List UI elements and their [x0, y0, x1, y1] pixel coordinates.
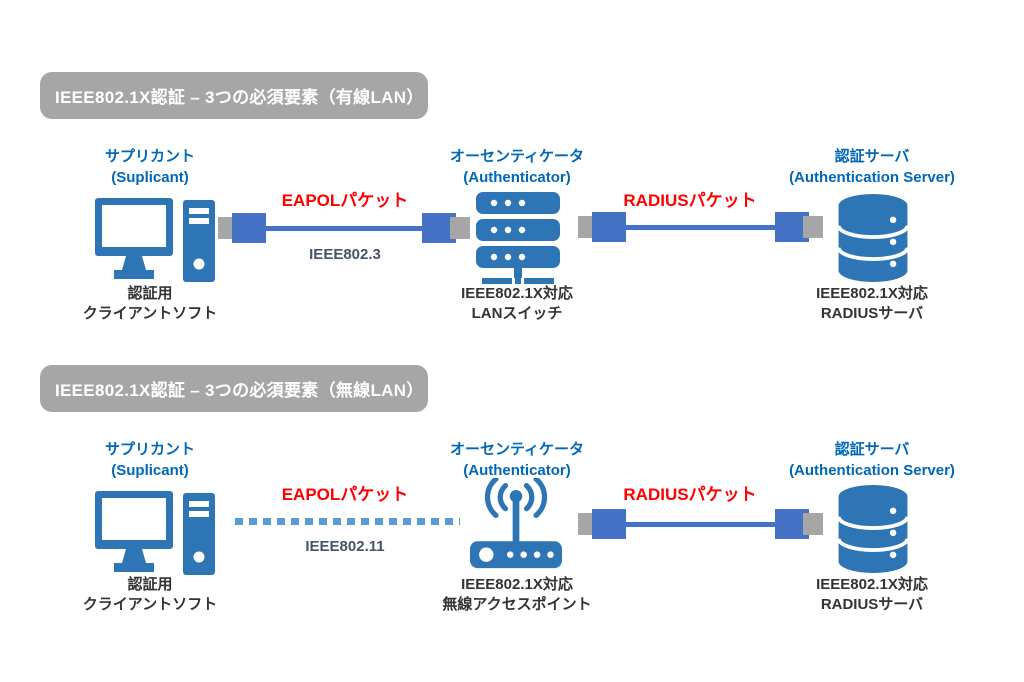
supplicant-heading-en: (Suplicant) [111, 169, 189, 186]
cable-connector-icon [592, 509, 626, 539]
cable-connector-icon [803, 216, 823, 238]
eapol-packet-label: EAPOLパケット [281, 191, 409, 210]
cable-line [618, 522, 783, 527]
cable-connector-icon [592, 212, 626, 242]
wireless-dotted-link [235, 518, 460, 525]
auth-server-caption: IEEE802.1X対応 RADIUSサーバ [772, 575, 972, 615]
supplicant-caption-line1: 認証用 [127, 576, 173, 593]
auth-server-caption-line2: RADIUSサーバ [820, 305, 924, 322]
ieee8023-label: IEEE802.3 [309, 246, 381, 263]
radius-cable [578, 212, 823, 242]
auth-server-heading-ja: 認証サーバ [834, 148, 910, 165]
desktop-computer-icon [95, 198, 215, 282]
lan-switch-icon [476, 192, 560, 284]
ieee80211-label: IEEE802.11 [305, 538, 385, 555]
authenticator-heading-ja: オーセンティケータ [449, 441, 585, 458]
section-title-wired: IEEE802.1X認証 – 3つの必須要素（有線LAN） [40, 72, 428, 119]
auth-server-heading: 認証サーバ (Authentication Server) [762, 439, 982, 481]
auth-server-caption-line2: RADIUSサーバ [820, 596, 924, 613]
authenticator-heading: オーセンティケータ (Authenticator) [427, 439, 607, 481]
section-title-wireless: IEEE802.1X認証 – 3つの必須要素（無線LAN） [40, 365, 428, 412]
cable-line [618, 225, 783, 230]
authenticator-caption-line2: LANスイッチ [471, 305, 563, 322]
auth-server-heading-ja: 認証サーバ [834, 441, 910, 458]
authenticator-caption-line1: IEEE802.1X対応 [461, 285, 573, 302]
authenticator-caption: IEEE802.1X対応 LANスイッチ [417, 284, 617, 324]
eapol-cable [218, 213, 470, 243]
authenticator-caption-line2: 無線アクセスポイント [442, 596, 592, 613]
auth-server-caption-line1: IEEE802.1X対応 [816, 285, 928, 302]
radius-cable [578, 509, 823, 539]
authenticator-heading-ja: オーセンティケータ [449, 148, 585, 165]
database-server-icon [837, 194, 909, 282]
supplicant-caption-line2: クライアントソフト [82, 596, 218, 613]
supplicant-caption: 認証用 クライアントソフト [60, 284, 240, 324]
supplicant-caption: 認証用 クライアントソフト [60, 575, 240, 615]
supplicant-heading: サプリカント (Suplicant) [60, 146, 240, 188]
auth-server-heading-en: (Authentication Server) [789, 169, 955, 186]
authenticator-caption: IEEE802.1X対応 無線アクセスポイント [417, 575, 617, 615]
cable-connector-icon [450, 217, 470, 239]
wireless-access-point-icon [470, 478, 562, 569]
radius-packet-label: RADIUSパケット [623, 191, 757, 210]
supplicant-caption-line2: クライアントソフト [82, 305, 218, 322]
supplicant-heading-en: (Suplicant) [111, 462, 189, 479]
cable-line [258, 226, 430, 231]
authenticator-heading: オーセンティケータ (Authenticator) [427, 146, 607, 188]
supplicant-heading-ja: サプリカント [104, 441, 195, 458]
supplicant-caption-line1: 認証用 [127, 285, 173, 302]
auth-server-caption-line1: IEEE802.1X対応 [816, 576, 928, 593]
auth-server-heading-en: (Authentication Server) [789, 462, 955, 479]
desktop-computer-icon [95, 491, 215, 575]
authenticator-heading-en: (Authenticator) [463, 462, 571, 479]
cable-connector-icon [803, 513, 823, 535]
auth-server-caption: IEEE802.1X対応 RADIUSサーバ [772, 284, 972, 324]
cable-connector-icon [232, 213, 266, 243]
authenticator-caption-line1: IEEE802.1X対応 [461, 576, 573, 593]
auth-server-heading: 認証サーバ (Authentication Server) [762, 146, 982, 188]
radius-packet-label: RADIUSパケット [623, 485, 757, 504]
eapol-packet-label: EAPOLパケット [281, 485, 409, 504]
supplicant-heading-ja: サプリカント [104, 148, 195, 165]
supplicant-heading: サプリカント (Suplicant) [60, 439, 240, 481]
database-server-icon [837, 485, 909, 573]
authenticator-heading-en: (Authenticator) [463, 169, 571, 186]
